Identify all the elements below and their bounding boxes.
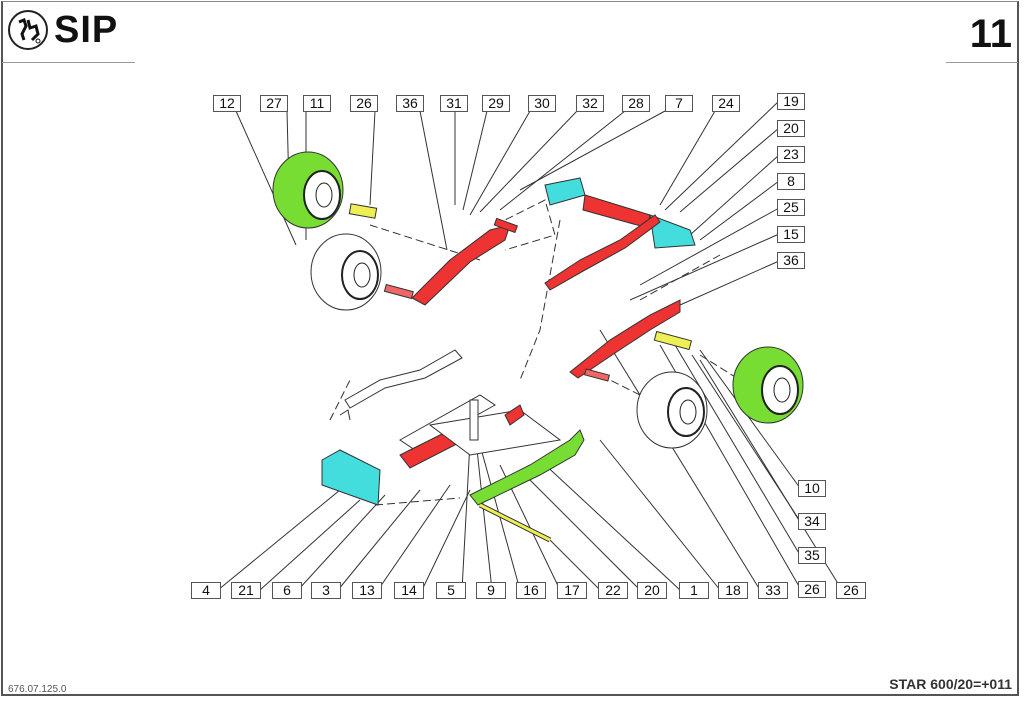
part-callout-33: 33 [758, 582, 788, 599]
document-code: 676.07.125.0 [8, 684, 67, 695]
part-callout-8: 8 [777, 173, 805, 190]
part-callout-10: 10 [798, 480, 826, 497]
left-swing-arm [383, 217, 519, 306]
model-designation: STAR 600/20=+011 [889, 676, 1012, 692]
part-callout-20: 20 [637, 582, 667, 599]
part-callout-15: 15 [777, 226, 805, 243]
part-callout-26: 26 [350, 95, 378, 112]
wheel-green-right [732, 346, 804, 424]
part-callout-30: 30 [528, 95, 556, 112]
top-beam-assembly [544, 177, 696, 291]
wheel-white-right [636, 371, 708, 449]
wheel-white-left [310, 233, 382, 311]
part-callout-4: 4 [191, 582, 221, 599]
part-callout-24: 24 [712, 95, 740, 112]
part-callout-19: 19 [777, 93, 805, 110]
part-callout-29: 29 [482, 95, 510, 112]
part-callout-26: 26 [798, 581, 826, 598]
hub-axle-right [653, 330, 693, 351]
part-callout-36: 36 [396, 95, 424, 112]
part-callout-23: 23 [777, 146, 805, 163]
part-callout-27: 27 [260, 95, 288, 112]
wheel-green-left [272, 151, 344, 229]
part-callout-14: 14 [394, 582, 424, 599]
part-callout-7: 7 [665, 95, 693, 112]
part-callout-3: 3 [311, 582, 341, 599]
part-callout-35: 35 [798, 547, 826, 564]
header-rule-left [2, 62, 135, 63]
part-callout-18: 18 [718, 582, 748, 599]
brand-logo: SIP [8, 10, 118, 50]
part-callout-20: 20 [777, 120, 805, 137]
part-callout-11: 11 [303, 95, 331, 112]
part-callout-26: 26 [836, 582, 866, 599]
part-callout-36: 36 [777, 252, 805, 269]
part-callout-31: 31 [440, 95, 468, 112]
leader-lines [217, 100, 843, 591]
brand-name: SIP [54, 9, 119, 51]
part-callout-25: 25 [777, 199, 805, 216]
part-callout-9: 9 [476, 582, 506, 599]
lower-linkage [469, 399, 525, 441]
part-callout-16: 16 [516, 582, 546, 599]
part-callout-34: 34 [798, 513, 826, 530]
part-callout-5: 5 [436, 582, 466, 599]
part-callout-13: 13 [352, 582, 382, 599]
part-callout-21: 21 [231, 582, 261, 599]
part-callout-1: 1 [679, 582, 709, 599]
hub-axle-top [348, 203, 378, 219]
part-callout-17: 17 [557, 582, 587, 599]
header-rule-right [946, 62, 1018, 63]
sip-emblem-icon [8, 10, 48, 50]
part-callout-32: 32 [576, 95, 604, 112]
lower-frame [321, 349, 585, 543]
part-callout-6: 6 [272, 582, 302, 599]
part-callout-28: 28 [622, 95, 650, 112]
page-number: 11 [969, 12, 1012, 56]
part-callout-12: 12 [213, 95, 241, 112]
part-callout-22: 22 [598, 582, 628, 599]
right-swing-arm [569, 299, 681, 382]
